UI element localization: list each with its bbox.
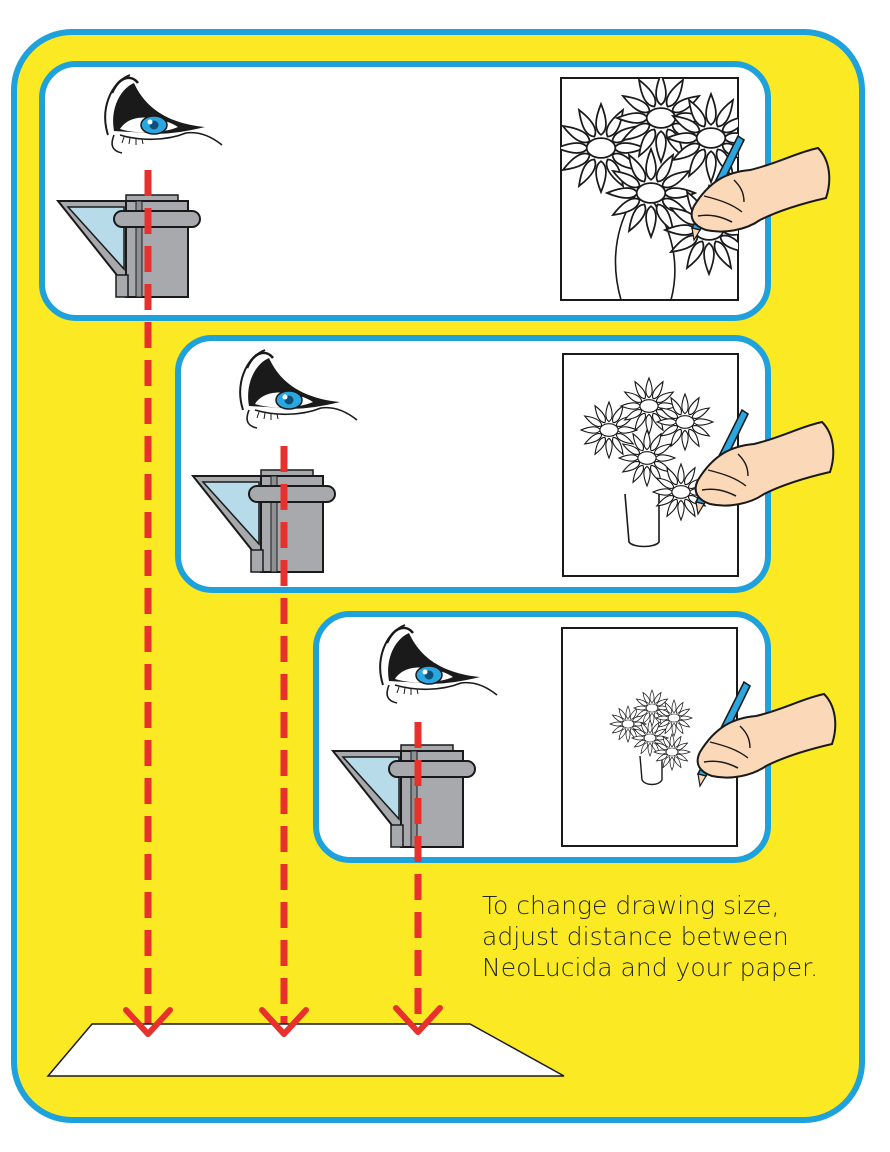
- caption-line-2: adjust distance between: [482, 922, 789, 951]
- panel-small: [313, 611, 837, 863]
- light-beams: [144, 170, 422, 1030]
- caption-text: To change drawing size, adjust distance …: [482, 890, 862, 983]
- caption-line-1: To change drawing size,: [482, 891, 780, 920]
- panel-large: [39, 61, 831, 321]
- paper-on-table: [46, 1023, 565, 1077]
- caption-line-3: NeoLucida and your paper.: [482, 953, 819, 982]
- panel-medium: [175, 335, 835, 593]
- paper-sheet: [561, 627, 738, 847]
